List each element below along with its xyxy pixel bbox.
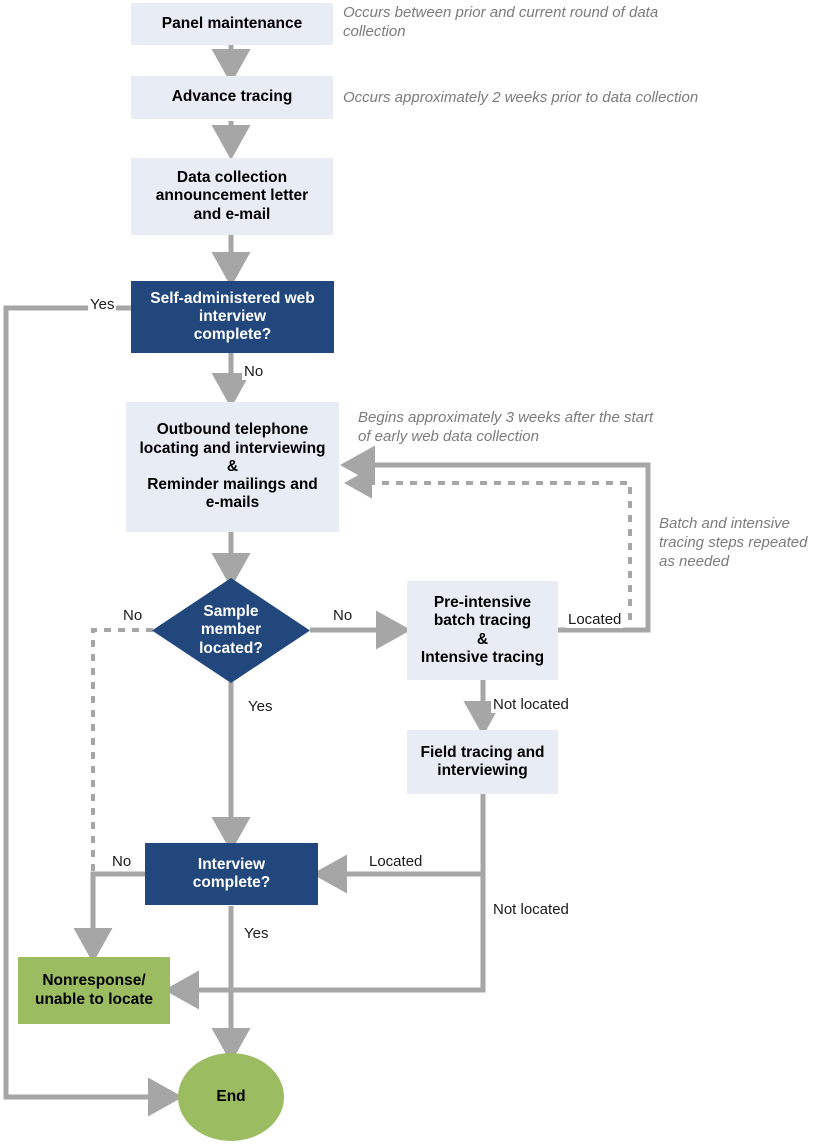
annotation-tracing-repeat: Batch and intensive tracing steps repeat…	[659, 515, 808, 571]
node-end[interactable]: End	[178, 1053, 284, 1141]
annotation-advance-tracing: Occurs approximately 2 weeks prior to da…	[343, 89, 699, 106]
edge-sample-no-left-dashed	[91, 628, 153, 872]
edge-batch-located-loop	[339, 445, 651, 633]
node-panel-maintenance-label: Panel maintenance	[161, 14, 303, 32]
diamond-shape-icon	[152, 578, 310, 683]
edge-label-web-yes: Yes	[88, 296, 117, 313]
edge-label-field-located: Located	[367, 853, 425, 870]
edge-label-sample-no-right: No	[331, 607, 355, 624]
edge-field-not-located-to-nonresponse	[163, 874, 486, 1010]
edge-tracing-repeat-dashed	[343, 467, 632, 620]
edge-label-interview-yes: Yes	[242, 925, 271, 942]
edge-label-batch-not-located: Not located	[491, 696, 571, 713]
node-nonresponse[interactable]: Nonresponse/unable to locate	[18, 957, 170, 1024]
edge-label-sample-yes: Yes	[246, 698, 275, 715]
edge-label-field-not-located: Not located	[491, 901, 571, 918]
node-end-label: End	[216, 1087, 246, 1105]
annotation-panel-maintenance: Occurs between prior and current round o…	[343, 4, 659, 41]
edge-web-yes-to-end	[3, 305, 184, 1117]
edge-label-sample-no-left: No	[121, 607, 145, 624]
node-advance-tracing[interactable]: Advance tracing	[131, 76, 333, 119]
edge-label-web-no: No	[242, 363, 266, 380]
edge-label-interview-no: No	[110, 853, 134, 870]
node-advance-tracing-label: Advance tracing	[171, 88, 293, 106]
annotation-outbound: Begins approximately 3 weeks after the s…	[358, 409, 654, 446]
node-panel-maintenance[interactable]: Panel maintenance	[131, 3, 333, 45]
edge-interview-no-to-nonresponse	[73, 871, 145, 964]
node-nonresponse-label: Nonresponse/unable to locate	[35, 972, 153, 1008]
edge-label-batch-located: Located	[566, 611, 624, 628]
